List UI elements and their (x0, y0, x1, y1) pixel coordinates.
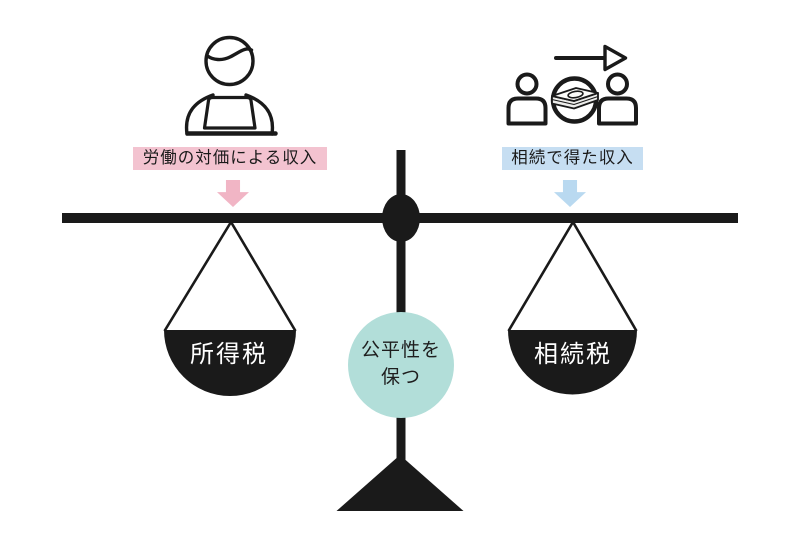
left-pan (164, 330, 296, 396)
giver-body (506, 96, 548, 126)
worker-at-laptop-icon (184, 35, 278, 136)
inheritance-tax-pan-label: 相続税 (534, 341, 612, 368)
banknote-stack-lines (551, 95, 599, 106)
banknote-top (551, 87, 599, 102)
right-pan (508, 330, 637, 395)
stand-pole (396, 150, 406, 462)
pivot (382, 194, 420, 242)
worker-left-shoulder (184, 93, 215, 136)
worker-hair (205, 47, 254, 62)
giver-head (515, 72, 539, 96)
receiver-arm-lines (605, 111, 630, 122)
transfer-arrow-head (603, 44, 628, 72)
fairness-line1: 公平性を (360, 340, 441, 362)
fairness-line2: 保つ (380, 367, 421, 388)
worker-head (204, 35, 255, 87)
balance-scale (62, 150, 738, 511)
receiver-body (597, 96, 638, 126)
inheritance-income-label: 相続で得た収入 (502, 147, 643, 170)
income-tax-pan-label: 所得税 (190, 341, 268, 368)
right-pan-strings (507, 221, 638, 332)
fairness-circle: 公平性を 保つ (348, 312, 454, 418)
giver-arm-lines (515, 111, 539, 122)
banknote-oval (567, 90, 584, 99)
labor-income-label: 労働の対価による収入 (133, 147, 327, 170)
money-icon (550, 76, 599, 124)
left-pan-strings (163, 221, 297, 332)
receiver-head (606, 72, 629, 96)
laptop-screen (202, 95, 257, 130)
person-receiver-icon (597, 72, 638, 126)
inheritance-transfer-icon (506, 44, 638, 126)
stand-base (336, 455, 464, 511)
person-giver-icon (506, 72, 548, 126)
